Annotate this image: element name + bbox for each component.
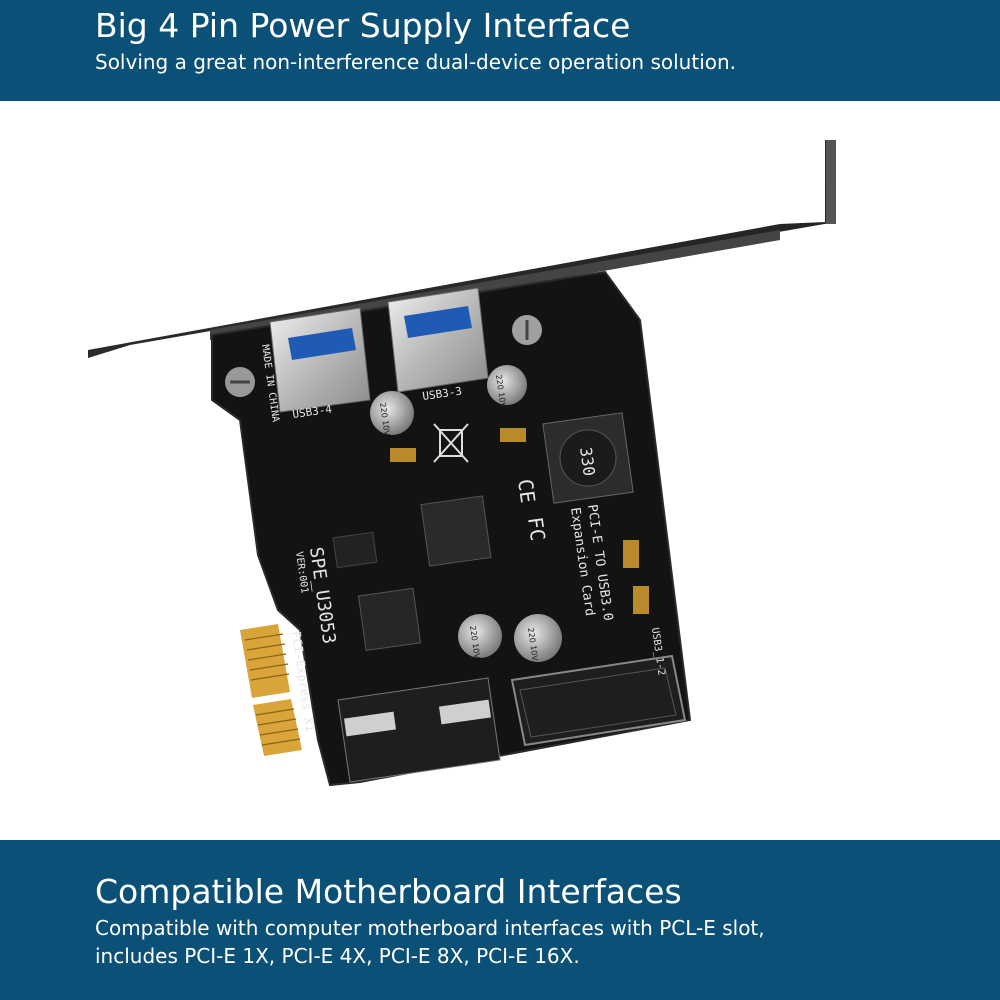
ce-mark: CE [513, 477, 540, 504]
capacitor-4 [514, 614, 562, 662]
capacitor-3 [458, 614, 502, 658]
bottom-banner: Compatible Motherboard Interfaces Compat… [0, 840, 1000, 1000]
top-banner-subtitle: Solving a great non-interference dual-de… [95, 50, 737, 74]
secondary-chip [357, 587, 422, 652]
port-right-label: USB3-3 [422, 385, 463, 403]
weee-bin-icon [433, 423, 469, 463]
capacitor-1 [370, 391, 414, 435]
top-banner: Big 4 Pin Power Supply Interface Solving… [0, 0, 1000, 101]
top-banner-title: Big 4 Pin Power Supply Interface [95, 6, 631, 45]
bottom-banner-line1: Compatible with computer motherboard int… [95, 916, 765, 940]
pcie-usb-card-image: MADE IN CHINA USB3-4 USB3-3 SPE_U3053 VE… [88, 140, 836, 787]
usb-header-19pin [510, 654, 687, 747]
port-left-label: USB3-4 [292, 403, 334, 421]
usb-port-right [387, 287, 489, 393]
power-connector-4pin [337, 677, 501, 783]
bottom-banner-title: Compatible Motherboard Interfaces [95, 872, 682, 911]
usb-port-left [269, 307, 371, 413]
inductor [542, 412, 634, 504]
controller-chip [420, 495, 492, 567]
capacitor-2 [487, 365, 527, 405]
pcie-gold-fingers [240, 624, 302, 756]
fc-mark: FC [523, 515, 550, 542]
bottom-banner-line2: includes PCI-E 1X, PCI-E 4X, PCI-E 8X, P… [95, 944, 580, 968]
product-photo: MADE IN CHINA USB3-4 USB3-3 SPE_U3053 VE… [0, 101, 1000, 840]
inductor-label: 330 [576, 446, 599, 477]
